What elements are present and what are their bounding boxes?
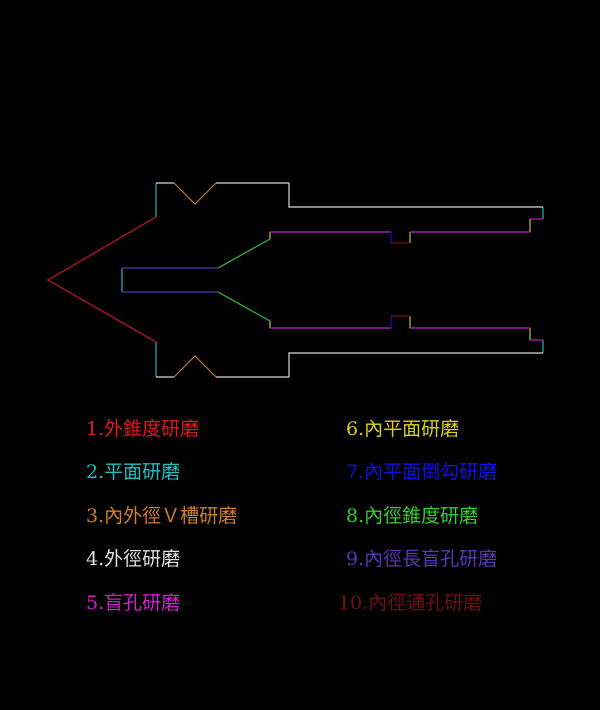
outer-taper-edge <box>46 216 157 343</box>
od-edge <box>216 182 543 208</box>
legend-item-8: 8.內徑錐度研磨 <box>346 505 478 527</box>
od-edge <box>216 352 543 378</box>
legend-item-9: 9.內徑長盲孔研磨 <box>346 548 497 570</box>
legend-item-10: 10.內徑通孔研磨 <box>338 592 482 614</box>
inner-taper-edge <box>217 238 271 269</box>
v-groove-bottom <box>173 355 217 378</box>
legend-item-3: 3.內外徑Ｖ槽研磨 <box>86 505 237 527</box>
legend: 1.外錐度研磨 2.平面研磨 3.內外徑Ｖ槽研磨 4.外徑研磨 5.盲孔研磨 6… <box>86 418 497 614</box>
v-groove-top <box>173 182 217 205</box>
legend-item-4: 4.外徑研磨 <box>86 548 180 570</box>
inner-taper-edge <box>217 291 271 322</box>
part-profile <box>46 182 544 378</box>
legend-item-2: 2.平面研磨 <box>86 461 180 483</box>
legend-item-1: 1.外錐度研磨 <box>86 418 199 440</box>
legend-item-5: 5.盲孔研磨 <box>86 592 180 614</box>
legend-item-6: 6.內平面研磨 <box>346 418 459 440</box>
legend-item-7: 7.內平面倒勾研磨 <box>346 461 497 483</box>
